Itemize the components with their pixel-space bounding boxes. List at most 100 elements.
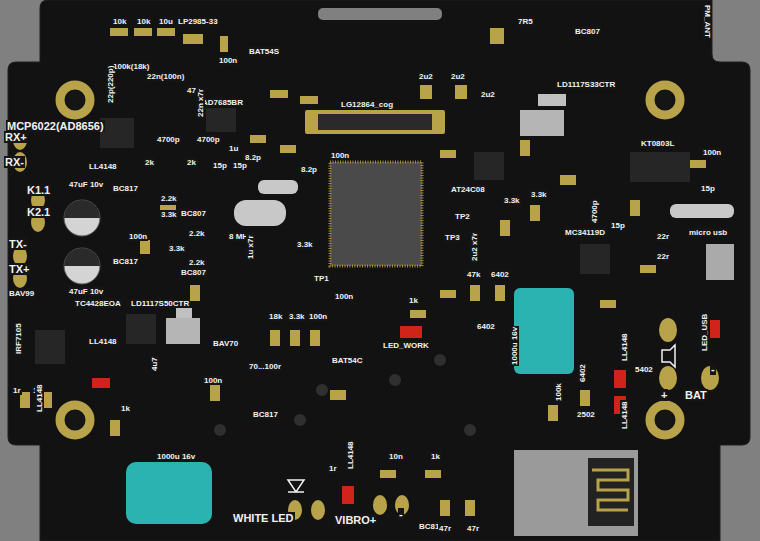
silkscreen-label: BC807 <box>574 27 601 36</box>
silkscreen-label: 47uF 10v <box>68 180 104 189</box>
silkscreen-label: 18k <box>268 312 283 321</box>
silkscreen-label: 3.3k <box>288 312 306 321</box>
silkscreen-label: 47r <box>438 524 452 533</box>
silkscreen-label: 2.2k <box>160 194 178 203</box>
silkscreen-label: 47r <box>466 524 480 533</box>
silkscreen-label: BAT <box>684 389 708 401</box>
silkscreen-label: 3.3k <box>168 244 186 253</box>
silkscreen-label: 100n <box>334 292 354 301</box>
silkscreen-label: 22n(100n) <box>146 72 185 81</box>
silkscreen-label: TP1 <box>313 274 330 283</box>
silkscreen-label: 3.3k <box>160 210 178 219</box>
silkscreen-label: 47uF 10v <box>68 287 104 296</box>
silkscreen-label: 100k(18k) <box>112 62 150 71</box>
silkscreen-label: MC34119D <box>564 228 606 237</box>
silkscreen-label: BC807 <box>180 268 207 277</box>
silkscreen-label: 8.2p <box>300 165 318 174</box>
silkscreen-label: 4700p <box>156 135 181 144</box>
silkscreen-label: BC817 <box>252 410 279 419</box>
silkscreen-label: 4700p <box>590 199 599 224</box>
silkscreen-label: 3.3k <box>296 240 314 249</box>
silkscreen-label: LL4148 <box>88 162 118 171</box>
silkscreen-label: 100n <box>330 151 350 160</box>
silkscreen-label: LP2985-33 <box>177 17 219 26</box>
silkscreen-label: 1r <box>328 464 338 473</box>
silkscreen-label: K2.1 <box>26 206 51 218</box>
silkscreen-label: 6402 <box>476 322 496 331</box>
silkscreen-label: 4700p <box>196 135 221 144</box>
silkscreen-label: 2u2 x7r <box>470 232 479 262</box>
silkscreen-label: 2k <box>144 158 155 167</box>
silkscreen-label: K1.1 <box>26 184 51 196</box>
silkscreen-label: KT0803L <box>640 139 675 148</box>
silkscreen-label: 10k <box>112 17 127 26</box>
silkscreen-label: 4u7 <box>150 356 159 372</box>
silkscreen-label: BAT54C <box>331 356 364 365</box>
silkscreen-label: LL4148 <box>88 337 118 346</box>
silkscreen-label: TP3 <box>444 233 461 242</box>
silkscreen-label: 10k <box>136 17 151 26</box>
silkscreen-label: - <box>398 508 404 520</box>
silkscreen-label: 6402 <box>578 363 587 383</box>
silkscreen-label: 10n <box>388 452 404 461</box>
silkscreen-label: 2u2 <box>418 72 434 81</box>
silkscreen-label: WHITE LED <box>232 512 295 524</box>
silkscreen-label: 47k <box>466 270 481 279</box>
silkscreen-label: 7R5 <box>517 17 534 26</box>
silkscreen-label: 100n <box>203 376 223 385</box>
silkscreen-label: 1r <box>12 386 22 395</box>
silkscreen-label: 15p <box>232 161 248 170</box>
silkscreen-label: BAT54S <box>248 47 280 56</box>
silkscreen-label: 5402 <box>634 365 654 374</box>
silkscreen-label: 2.2k <box>188 258 206 267</box>
silkscreen-label: LD1117S33CTR <box>556 80 616 89</box>
silkscreen-label: 2502 <box>576 410 596 419</box>
silkscreen-label: 15p <box>212 161 228 170</box>
silkscreen-label: 3.3k <box>530 190 548 199</box>
silkscreen-label: 1k <box>430 452 441 461</box>
silkscreen-label: BC817 <box>112 257 139 266</box>
silkscreen-label: micro usb <box>688 228 728 237</box>
silkscreen-label: RX- <box>4 156 25 168</box>
silkscreen-label: RX+ <box>4 131 28 143</box>
silkscreen-label: 1000u 16v <box>156 452 196 461</box>
silkscreen-label: 2.2k <box>188 229 206 238</box>
silkscreen-label: 1k <box>120 404 131 413</box>
silkscreen-label: LL4148 <box>620 400 629 430</box>
silkscreen-label: 2k <box>186 158 197 167</box>
silkscreen-label: BAV70 <box>212 339 239 348</box>
silkscreen-label: 1u <box>228 144 239 153</box>
silkscreen-label: 100n <box>308 312 328 321</box>
silkscreen-label: 22p(220p) <box>106 65 115 104</box>
silkscreen-label: LL4148 <box>620 332 629 362</box>
silkscreen-label: 22n x7r <box>196 88 205 118</box>
silkscreen-label: TP2 <box>454 212 471 221</box>
silkscreen-label: 3.3k <box>503 196 521 205</box>
silkscreen-label: 2u2 <box>480 90 496 99</box>
silkscreen-label: 1u x7r <box>246 234 255 260</box>
silkscreen-label: 100n <box>128 232 148 241</box>
silkscreen-label: 70...100r <box>248 362 282 371</box>
silkscreen-label: LD1117S50CTR <box>130 299 190 308</box>
silkscreen-label: LED_USB <box>700 313 709 352</box>
silkscreen-label: 6402 <box>490 270 510 279</box>
silkscreen-label: LG12864_cog <box>340 100 394 109</box>
silkscreen-label: TX+ <box>8 263 30 275</box>
silkscreen-label: LL4148 <box>35 383 44 413</box>
silkscreen-label: 10u <box>158 17 174 26</box>
silkscreen-label: 100n <box>218 56 238 65</box>
silkscreen-label: 15p <box>610 221 626 230</box>
silkscreen-label: LL4148 <box>346 440 355 470</box>
silkscreen-label: BAV99 <box>8 289 35 298</box>
silkscreen-label: 1k <box>408 296 419 305</box>
silkscreen-label: AD7685BR <box>201 98 244 107</box>
silkscreen-label: PM_ANT <box>703 4 712 39</box>
silkscreen-label: 100k <box>554 382 563 402</box>
silkscreen-label: IRF7105 <box>14 322 23 355</box>
silkscreen-label: TC4428EOA <box>74 299 122 308</box>
silkscreen-label: LED_WORK <box>382 341 430 350</box>
silkscreen-label: 22r <box>656 232 670 241</box>
silkscreen-label: 1000u 16v <box>510 326 519 366</box>
silkscreen-label: 100n <box>702 148 722 157</box>
